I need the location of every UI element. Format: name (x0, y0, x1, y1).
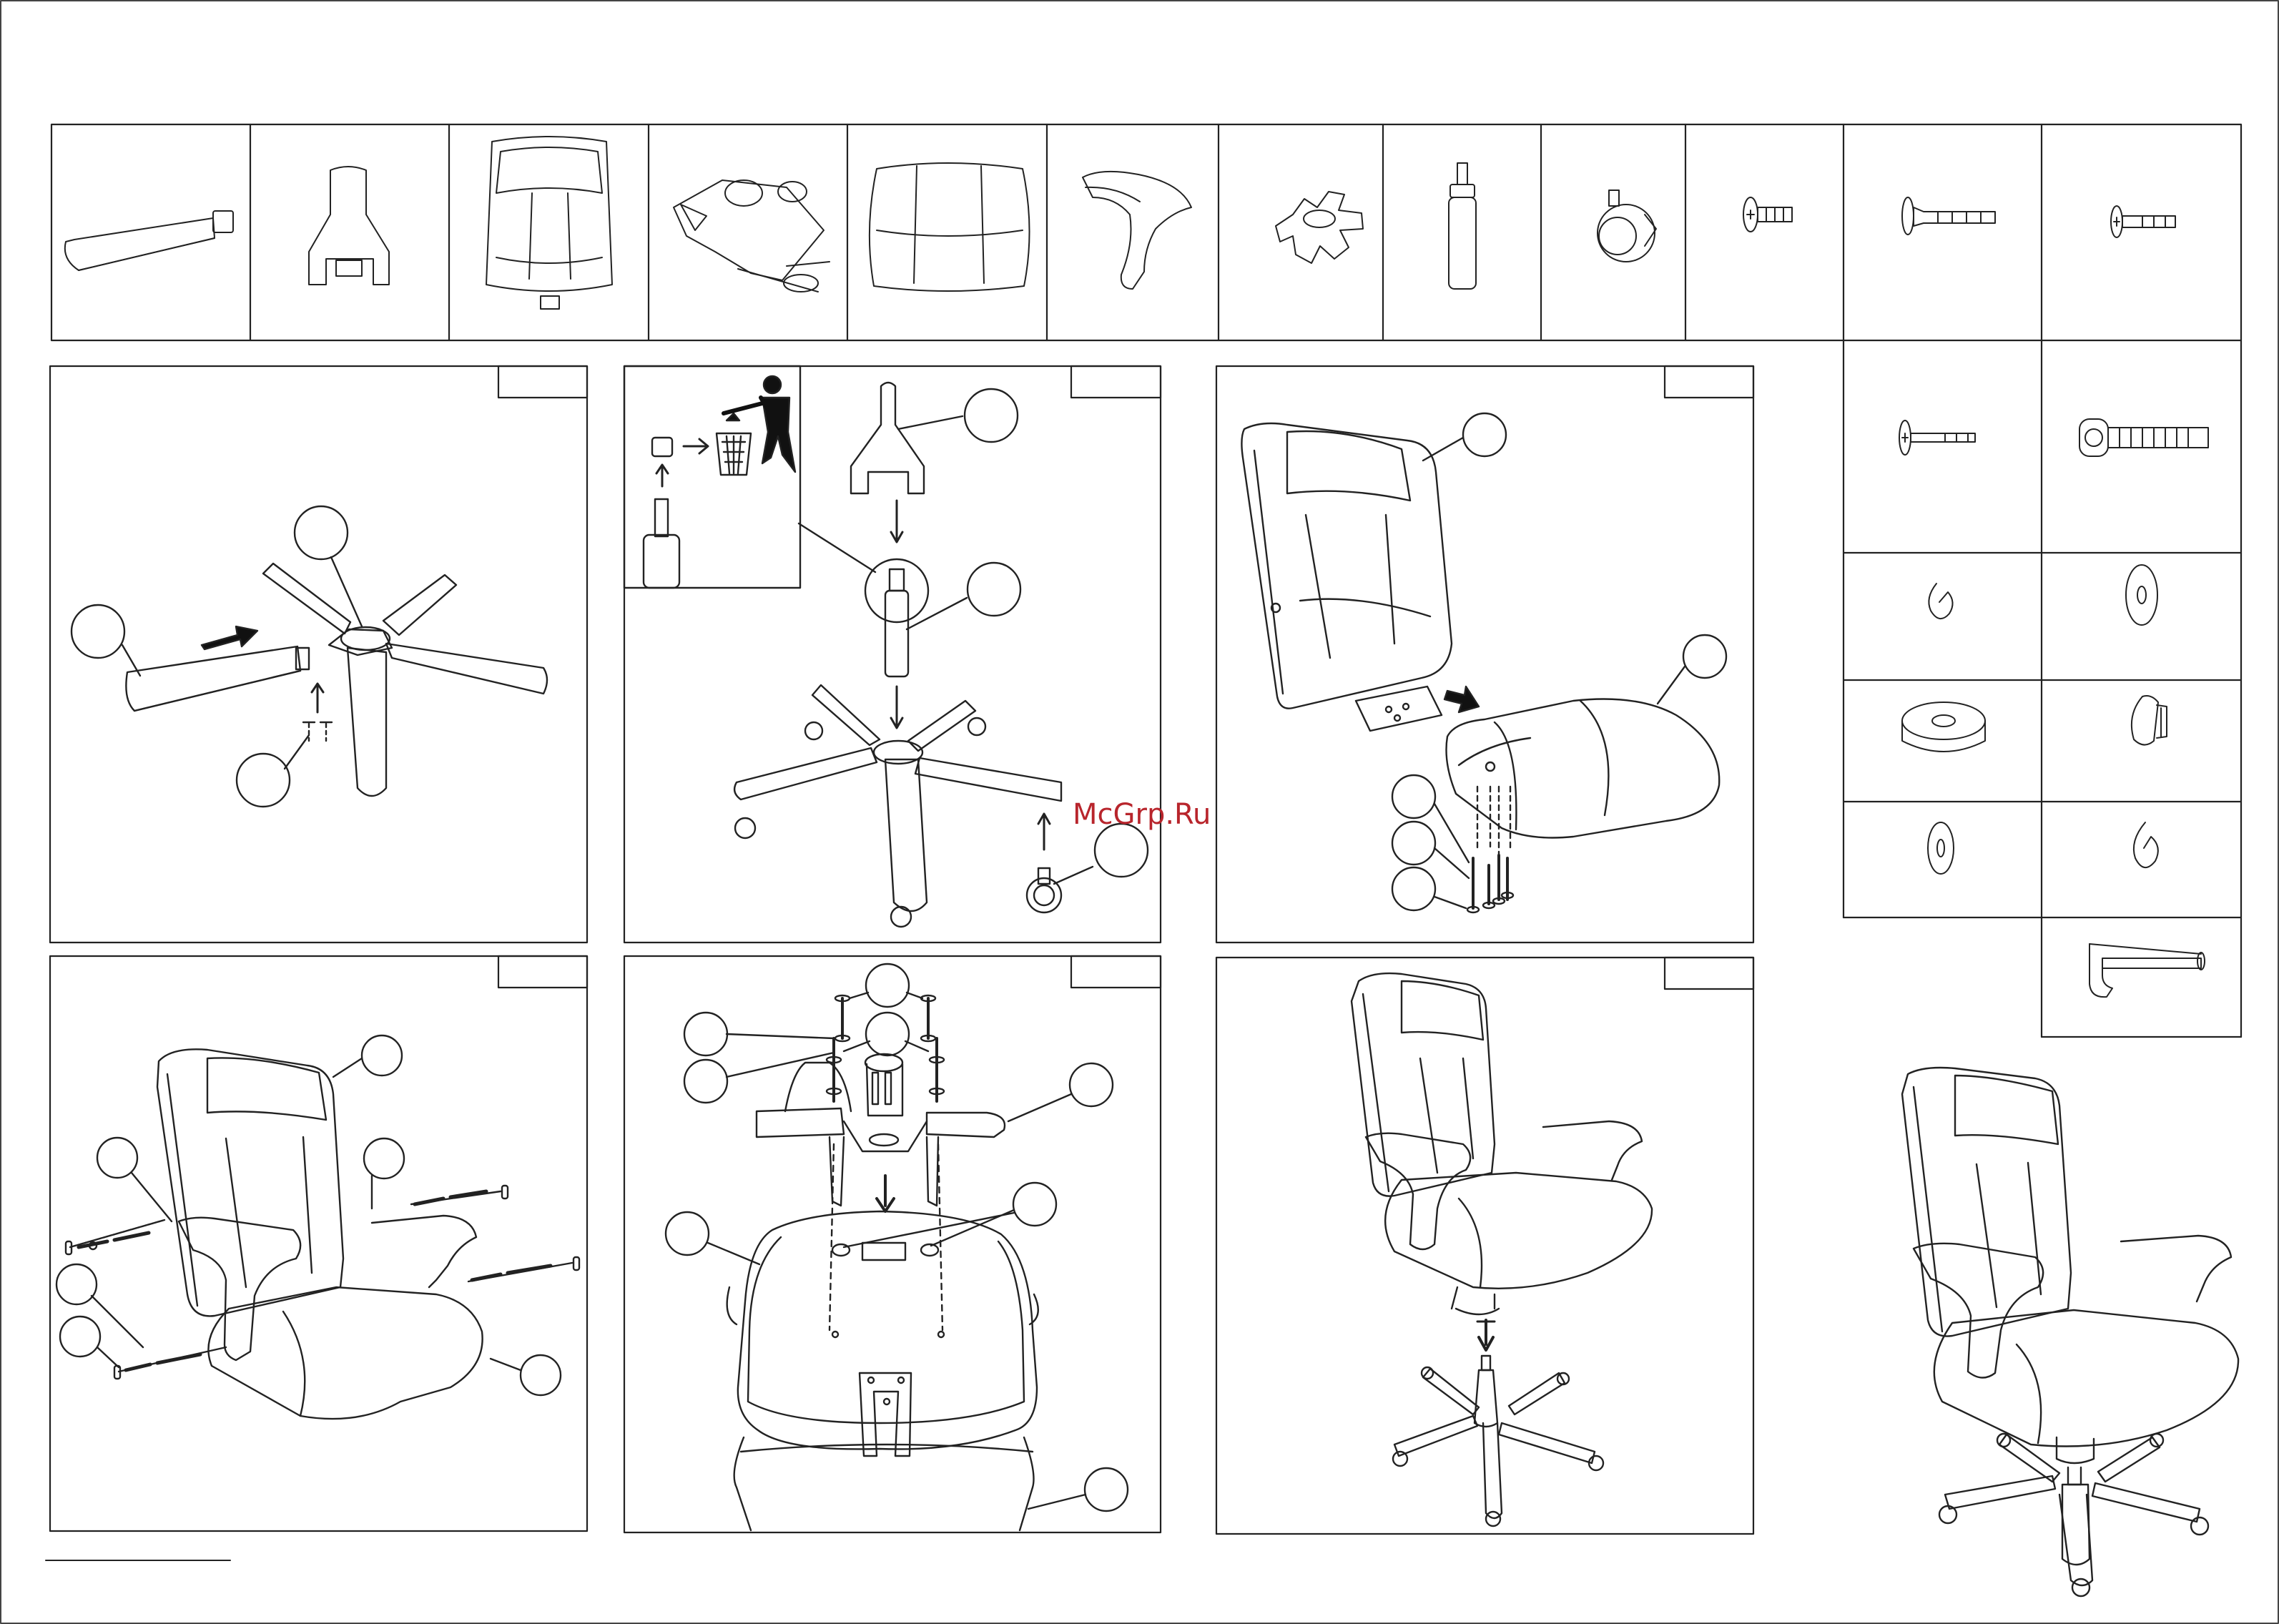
callout-circle (521, 1355, 561, 1395)
callout-circle (1095, 824, 1148, 877)
callout-circle (965, 389, 1018, 442)
part-arm-pad-icon (1083, 172, 1191, 289)
step-1-illustration (72, 506, 547, 807)
watermark: McGrp.Ru (1073, 798, 1211, 831)
callout-circle (1392, 775, 1435, 818)
part-spacer-ring-icon (1902, 702, 1985, 752)
callout-circle (1013, 1183, 1056, 1226)
callout-circle (968, 563, 1020, 616)
hex-key-icon (2090, 944, 2205, 997)
part-caster-icon (1598, 190, 1656, 262)
step-frames (50, 366, 1753, 1534)
part-star-base-icon (1276, 192, 1363, 263)
hardware-grid (1844, 340, 2241, 1037)
part-seat-icon (870, 163, 1030, 291)
part-socket-bolt-icon (2079, 419, 2208, 456)
callout-circle (1683, 635, 1726, 678)
step-5-frame (624, 956, 1161, 1532)
callout-circle (295, 506, 348, 559)
part-long-bolt-icon (1902, 197, 1995, 235)
callout-circle (60, 1317, 100, 1357)
step-3-illustration (1241, 413, 1726, 912)
callout-circle (684, 1013, 727, 1055)
step-2-frame (624, 366, 1161, 943)
callout-circle (97, 1138, 137, 1178)
final-assembled-chair (1902, 1068, 2238, 1596)
callout-circle (72, 605, 124, 658)
part-washer-small-icon (1928, 822, 1954, 874)
step-4-illustration (56, 1035, 579, 1419)
part-lock-washer-icon (2134, 822, 2158, 867)
callout-circle (1463, 413, 1506, 456)
part-flat-bolt-icon (2111, 206, 2175, 237)
part-backrest-icon (486, 137, 612, 309)
callout-circle (866, 1013, 909, 1055)
arrow-icon (1444, 686, 1479, 712)
part-gas-lift-cover-icon (309, 167, 389, 285)
part-tilt-mechanism-icon (674, 180, 830, 292)
callout-circle (56, 1264, 97, 1304)
callout-circle (1392, 822, 1435, 865)
callout-circle (1392, 867, 1435, 910)
part-short-bolt-icon (1743, 197, 1792, 232)
callout-circle (1085, 1468, 1128, 1511)
callout-circle (1070, 1063, 1113, 1106)
step-5-illustration (666, 964, 1128, 1530)
step-1-frame (50, 366, 587, 943)
step-6-frame (1216, 958, 1753, 1534)
arrow-icon (202, 626, 257, 649)
part-machine-screw-icon (1899, 420, 1975, 455)
step-2-illustration (624, 366, 1148, 927)
part-end-cap-icon (2132, 696, 2167, 745)
part-gas-cylinder-icon (1449, 163, 1476, 289)
step-4-frame (50, 956, 587, 1531)
callout-circle (364, 1138, 404, 1178)
step-3-frame (1216, 366, 1753, 943)
callout-circle (237, 754, 290, 807)
parts-table (51, 124, 2241, 340)
part-spring-washer-icon (1929, 584, 1952, 619)
callout-circle (684, 1060, 727, 1103)
callout-circle (866, 964, 909, 1007)
step-6-illustration (1352, 973, 1652, 1526)
part-flat-washer-icon (2126, 565, 2157, 625)
callout-circle (362, 1035, 402, 1076)
part-armrest-icon (65, 211, 233, 270)
callout-circle (666, 1212, 709, 1255)
